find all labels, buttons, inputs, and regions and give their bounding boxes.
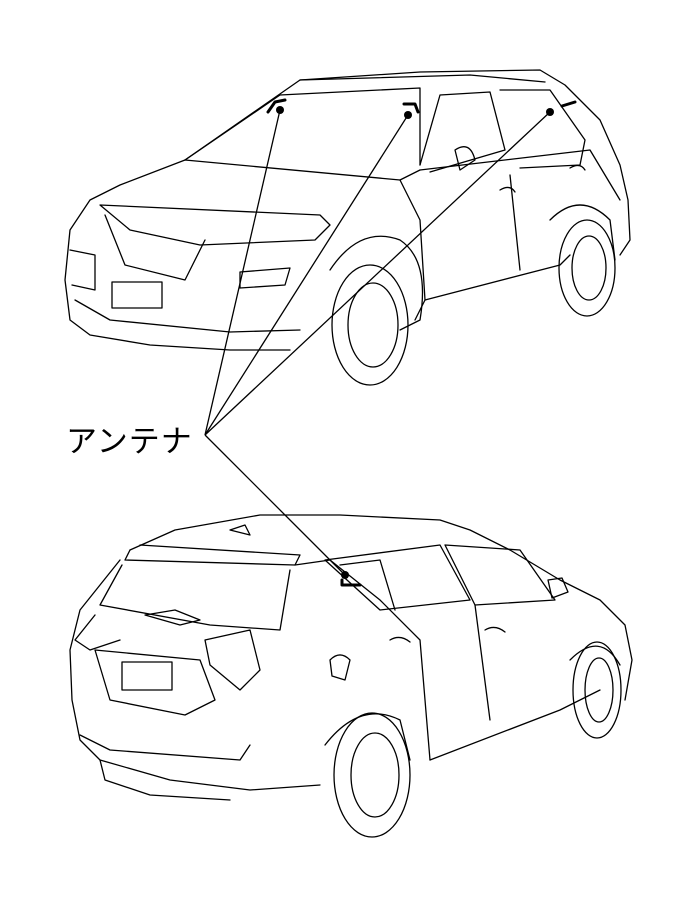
antenna-label: アンテナ	[66, 424, 193, 460]
antenna-point-2	[404, 111, 412, 119]
antenna-point-1	[276, 106, 284, 114]
antenna-point-4	[341, 571, 349, 579]
leader-line-3	[204, 111, 551, 436]
leader-line-4	[204, 434, 346, 576]
leader-line-2	[204, 114, 409, 436]
leader-line-1	[204, 109, 281, 436]
car-rear-view	[69, 514, 633, 838]
antenna-point-3	[546, 108, 554, 116]
car-front-view	[64, 69, 631, 386]
leader-lines	[204, 106, 554, 579]
